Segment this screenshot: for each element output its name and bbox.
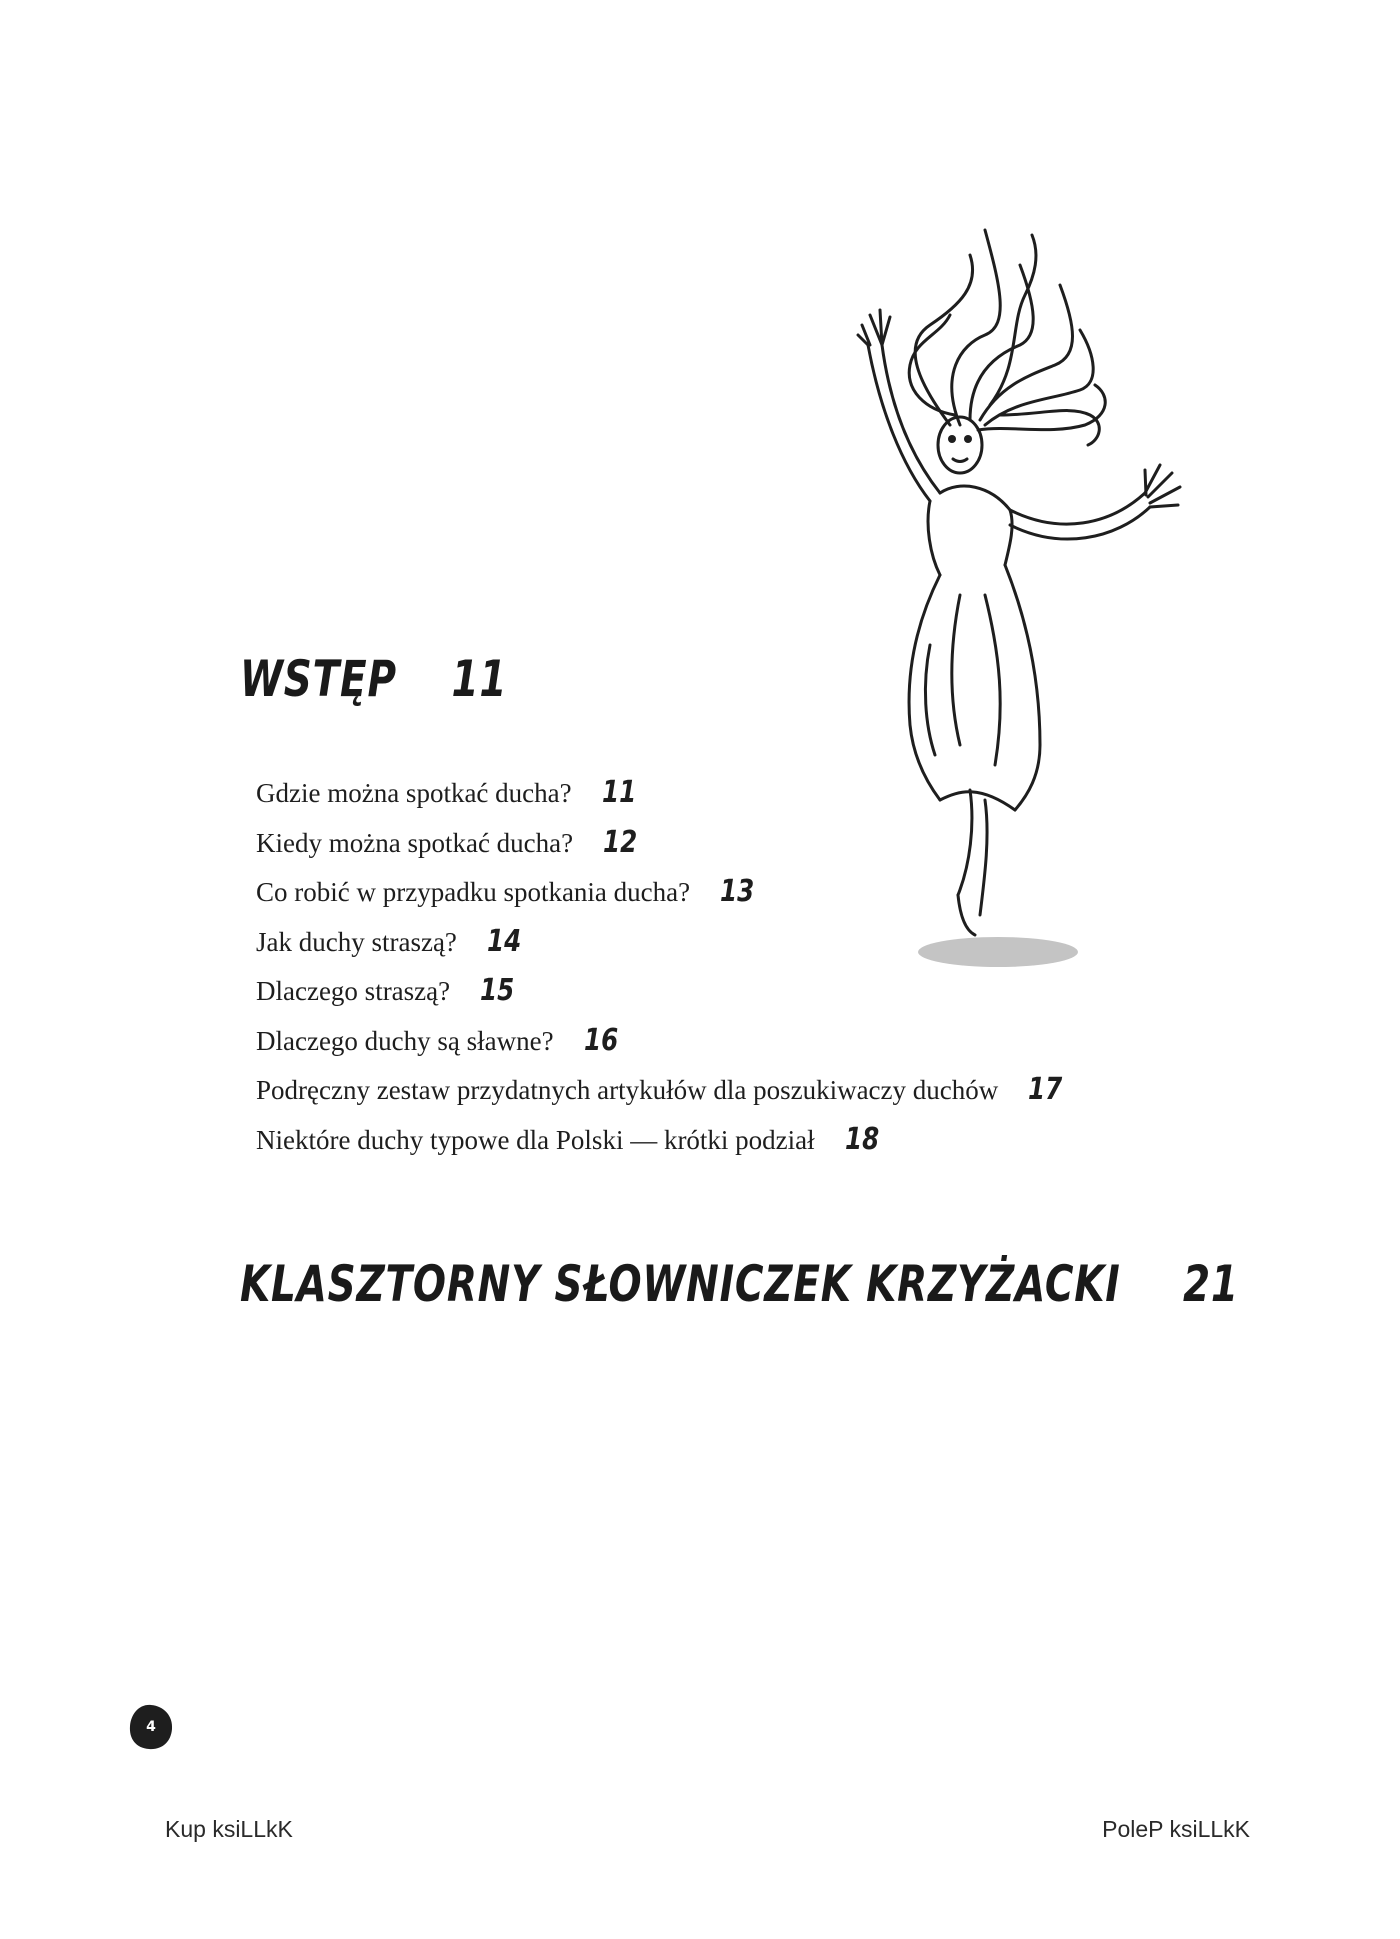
section-heading-klasztorny: KLASZTORNY SŁOWNICZEK KRZYŻACKI 21	[240, 1255, 1239, 1313]
toc-item-page: 12	[603, 824, 638, 860]
page-number-badge: 4	[126, 1702, 176, 1752]
toc-item-page: 14	[486, 923, 522, 959]
section-title: WSTĘP	[240, 650, 397, 708]
toc-item[interactable]: Dlaczego duchy są sławne? 16	[256, 1016, 1070, 1066]
footer-recommend-book-link[interactable]: PoleP ksiLLkK	[1102, 1816, 1250, 1842]
section-page-number: 11	[451, 650, 508, 708]
blob-icon	[129, 1704, 173, 1750]
toc-item-page: 15	[480, 973, 515, 1008]
section-heading-wstep: WSTĘP 11	[240, 650, 507, 708]
toc-item[interactable]: Podręczny zestaw przydatnych artykułów d…	[256, 1065, 1070, 1115]
toc-item[interactable]: Gdzie można spotkać ducha? 11	[256, 768, 1070, 818]
toc-item[interactable]: Kiedy można spotkać ducha? 12	[256, 818, 1070, 868]
toc-item-title: Dlaczego duchy są sławne?	[256, 1025, 554, 1056]
toc-item-page: 11	[601, 775, 636, 810]
toc-item-title: Podręczny zestaw przydatnych artykułów d…	[256, 1075, 999, 1105]
toc-item[interactable]: Jak duchy straszą? 14	[256, 917, 1070, 967]
toc-item[interactable]: Niektóre duchy typowe dla Polski — krótk…	[256, 1115, 1070, 1165]
head-shape	[936, 415, 984, 475]
toc-item-page: 13	[720, 874, 755, 909]
section-title: KLASZTORNY SŁOWNICZEK KRZYŻACKI	[240, 1255, 1121, 1313]
hair-strokes	[907, 228, 1107, 447]
toc-item-title: Gdzie można spotkać ducha?	[256, 778, 572, 808]
toc-item-title: Co robić w przypadku spotkania ducha?	[256, 877, 691, 907]
toc-item-title: Jak duchy straszą?	[256, 926, 457, 957]
toc-item-title: Kiedy można spotkać ducha?	[256, 827, 574, 858]
toc-item[interactable]: Co robić w przypadku spotkania ducha? 13	[256, 867, 1070, 917]
toc-list: Gdzie można spotkać ducha? 11 Kiedy można…	[256, 768, 1070, 1164]
arm-strokes	[856, 308, 1182, 541]
footer-buy-book-link[interactable]: Kup ksiLLkK	[165, 1816, 293, 1842]
dress-strokes	[907, 484, 1042, 937]
shadow-shape	[918, 937, 1078, 967]
page-number: 4	[146, 1719, 156, 1735]
toc-item-page: 16	[583, 1022, 618, 1058]
ghost-woman-illustration-icon	[856, 228, 1182, 967]
toc-item-page: 17	[1028, 1072, 1063, 1107]
section-page-number: 21	[1182, 1255, 1239, 1313]
toc-item-title: Dlaczego straszą?	[256, 976, 451, 1006]
toc-item-title: Niektóre duchy typowe dla Polski — krótk…	[256, 1124, 815, 1155]
toc-item[interactable]: Dlaczego straszą? 15	[256, 966, 1070, 1016]
toc-item-page: 18	[844, 1121, 879, 1157]
